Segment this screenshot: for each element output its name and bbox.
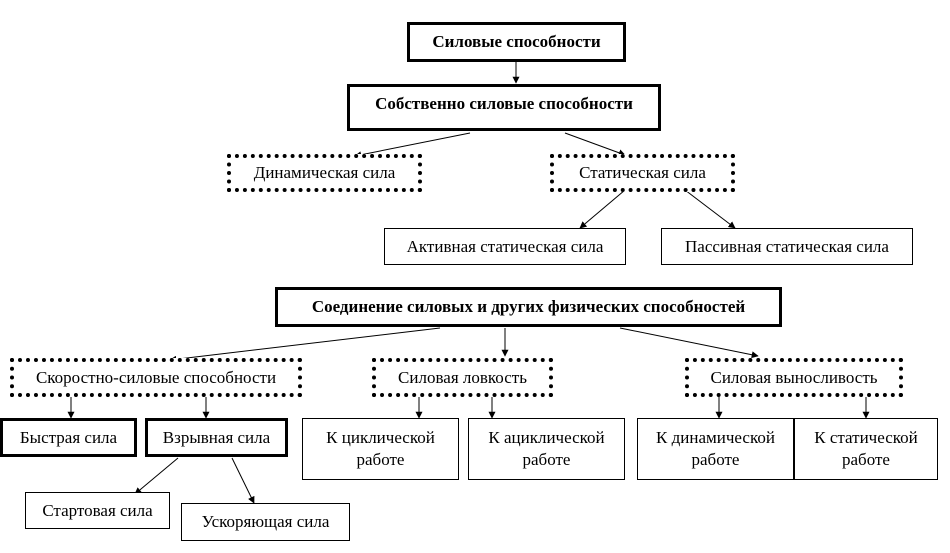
node-strength-endurance: Силовая выносливость (685, 358, 903, 397)
node-root: Силовые способности (407, 22, 626, 62)
node-fast-strength: Быстрая сила (0, 418, 137, 457)
arrow-own-dynamic (354, 132, 471, 159)
node-explosive-strength: Взрывная сила (145, 418, 288, 457)
node-combination: Соединение силовых и других физических с… (275, 287, 782, 327)
node-acyclic-work: К ациклической работе (468, 418, 625, 480)
node-active-static: Активная статическая сила (384, 228, 626, 265)
node-accelerating-strength: Ускоряющая сила (181, 503, 350, 541)
node-dynamic-work: К динамической работе (637, 418, 794, 480)
arrow-comb-endurance (619, 327, 759, 359)
node-static-strength: Статическая сила (550, 154, 735, 192)
arrow-comb-speed (169, 327, 441, 363)
node-dynamic-strength: Динамическая сила (227, 154, 422, 192)
arrow-own-static (564, 132, 626, 157)
node-cyclic-work: К циклической работе (302, 418, 459, 480)
node-speed-strength: Скоростно-силовые способности (10, 358, 302, 397)
arrow-static-active (579, 189, 626, 229)
node-own-strength: Собственно силовые способности (347, 84, 661, 131)
node-starting-strength: Стартовая сила (25, 492, 170, 529)
arrow-explosive-accelerating (231, 457, 255, 504)
arrow-static-passive (684, 189, 736, 229)
arrow-explosive-starting (134, 457, 179, 495)
node-strength-agility: Силовая ловкость (372, 358, 553, 397)
node-static-work: К статической работе (794, 418, 938, 480)
node-passive-static: Пассивная статическая сила (661, 228, 913, 265)
